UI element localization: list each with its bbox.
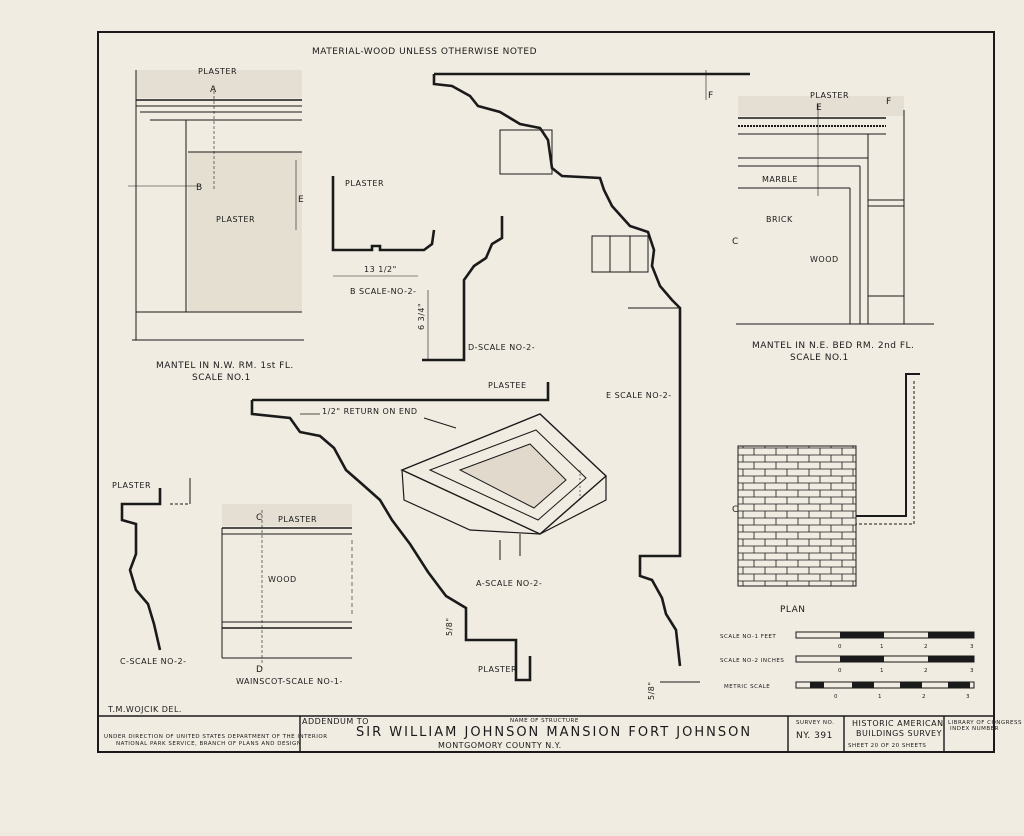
- scale-3-tick-1: 1: [878, 694, 882, 700]
- habs-line-1: HISTORIC AMERICAN: [852, 719, 944, 728]
- scale-2-tick-0: 0: [838, 668, 842, 674]
- name-of-structure-label: NAME OF STRUCTURE: [510, 718, 579, 724]
- label-plaster-b: PLASTER: [345, 179, 384, 188]
- caption-c-scale: C-SCALE NO-2-: [120, 657, 187, 666]
- isometric-corner-detail: [400, 413, 608, 560]
- plaster-hatch: [136, 70, 302, 98]
- addendum-label: ADDENDUM TO: [302, 717, 369, 726]
- mantel-nw-elevation: PLASTER A B E PLASTER MANTEL IN N.W. RM.…: [128, 67, 304, 383]
- loc-line-2: INDEX NUMBER: [950, 726, 999, 732]
- label-plaster-wainscot: PLASTER: [278, 515, 317, 524]
- survey-no-label: SURVEY NO.: [796, 720, 834, 726]
- label-wood-ne: WOOD: [810, 255, 839, 264]
- section-e-profile: F E SCALE NO-2- 5/8": [432, 70, 750, 700]
- label-marble: MARBLE: [762, 175, 798, 184]
- caption-b-scale: B SCALE-NO-2-: [350, 287, 416, 296]
- label-plaster-a: PLASTER: [478, 665, 517, 674]
- plaster-panel: [188, 152, 302, 312]
- caption-mantel-ne-scale: SCALE NO.1: [790, 353, 849, 363]
- section-a-marker: A: [210, 85, 217, 95]
- dim-b-width: 13 1/2": [364, 265, 397, 274]
- section-d-profile: 6 3/4" D-SCALE NO-2-: [417, 216, 535, 362]
- agency-note-2: NATIONAL PARK SERVICE, BRANCH OF PLANS A…: [116, 741, 301, 747]
- survey-number: NY. 391: [796, 731, 833, 741]
- dim-a-height: 5/8": [445, 617, 454, 636]
- caption-mantel-nw-scale: SCALE NO.1: [192, 373, 251, 383]
- scale-2-tick-3: 3: [970, 668, 974, 674]
- mantel-ne-elevation: PLASTER E F MARBLE BRICK WOOD C MANTEL I…: [732, 91, 934, 363]
- dim-e-height: 5/8": [647, 681, 656, 700]
- label-plaster-top: PLASTER: [198, 67, 237, 76]
- section-c-profile: PLASTER C-SCALE NO-2-: [112, 478, 191, 666]
- scale-3-tick-0: 0: [834, 694, 838, 700]
- title-block: T.M.WOJCIK DEL. UNDER DIRECTION OF UNITE…: [98, 705, 1022, 752]
- caption-mantel-ne: MANTEL IN N.E. BED RM. 2nd FL.: [752, 341, 914, 351]
- structure-location: MONTGOMORY COUNTY N.Y.: [438, 741, 562, 750]
- caption-mantel-nw: MANTEL IN N.W. RM. 1st FL.: [156, 361, 294, 371]
- dim-d-height: 6 3/4": [417, 303, 426, 330]
- section-e-marker: E: [298, 195, 304, 205]
- scale-2-tick-2: 2: [924, 668, 928, 674]
- wainscot-elevation: C PLASTER WOOD D WAINSCOT-SCALE NO-1-: [221, 504, 353, 686]
- section-d-wainscot-marker: D: [256, 665, 263, 675]
- section-b-marker: B: [196, 183, 203, 193]
- scale-3-tick-2: 2: [922, 694, 926, 700]
- label-plaster-c: PLASTER: [112, 481, 151, 490]
- section-b-profile: 13 1/2" PLASTER B SCALE-NO-2-: [331, 176, 436, 296]
- scale-1-tick-0: 0: [838, 644, 842, 650]
- label-wood-wainscot: WOOD: [268, 575, 297, 584]
- structure-name: SIR WILLIAM JOHNSON MANSION FORT JOHNSON: [356, 725, 752, 740]
- caption-wainscot: WAINSCOT-SCALE NO-1-: [236, 677, 343, 686]
- section-c-wainscot-marker: C: [256, 513, 263, 523]
- section-f-marker: F: [708, 91, 714, 101]
- caption-a-scale: A-SCALE NO-2-: [476, 579, 542, 588]
- sheet-count: SHEET 20 OF 20 SHEETS: [848, 743, 926, 749]
- header-note: MATERIAL-WOOD UNLESS OTHERWISE NOTED: [312, 47, 537, 57]
- scale-1-tick-1: 1: [880, 644, 884, 650]
- drafter-credit: T.M.WOJCIK DEL.: [107, 705, 182, 714]
- scale-1-label: SCALE NO-1 FEET: [720, 634, 776, 640]
- label-plan: PLAN: [780, 605, 806, 615]
- agency-note-1: UNDER DIRECTION OF UNITED STATES DEPARTM…: [104, 734, 328, 740]
- sheet-border: [97, 31, 995, 753]
- label-plaster-panel: PLASTER: [216, 215, 255, 224]
- label-brick: BRICK: [766, 215, 793, 224]
- section-c-plan-marker: C: [732, 505, 739, 515]
- scale-1-tick-3: 3: [970, 644, 974, 650]
- scale-2-tick-1: 1: [880, 668, 884, 674]
- section-e-ne-marker: E: [816, 103, 822, 113]
- scale-3-tick-3: 3: [966, 694, 970, 700]
- label-plastee: PLASTEE: [488, 381, 527, 390]
- label-return-on-end: 1/2" RETURN ON END: [322, 407, 418, 416]
- scale-2-label: SCALE NO-2 INCHES: [720, 658, 784, 664]
- section-c-ne-marker: C: [732, 237, 739, 247]
- plan-view: C PLAN: [732, 373, 920, 615]
- loc-line-1: LIBRARY OF CONGRESS: [948, 720, 1022, 726]
- caption-d-scale: D-SCALE NO-2-: [468, 343, 535, 352]
- scale-1-tick-2: 2: [924, 644, 928, 650]
- graphic-scales: SCALE NO-1 FEET 0 1 2 3 SCALE NO-2 INCHE…: [720, 631, 975, 700]
- section-f-ne-marker: F: [886, 97, 892, 107]
- section-a-profile: PLASTEE 1/2" RETURN ON END 5/8" A-SCALE …: [250, 381, 550, 682]
- caption-e-scale: E SCALE NO-2-: [606, 391, 672, 400]
- scale-metric-label: METRIC SCALE: [724, 684, 770, 690]
- label-plaster-ne: PLASTER: [810, 91, 849, 100]
- habs-line-2: BUILDINGS SURVEY: [856, 729, 942, 738]
